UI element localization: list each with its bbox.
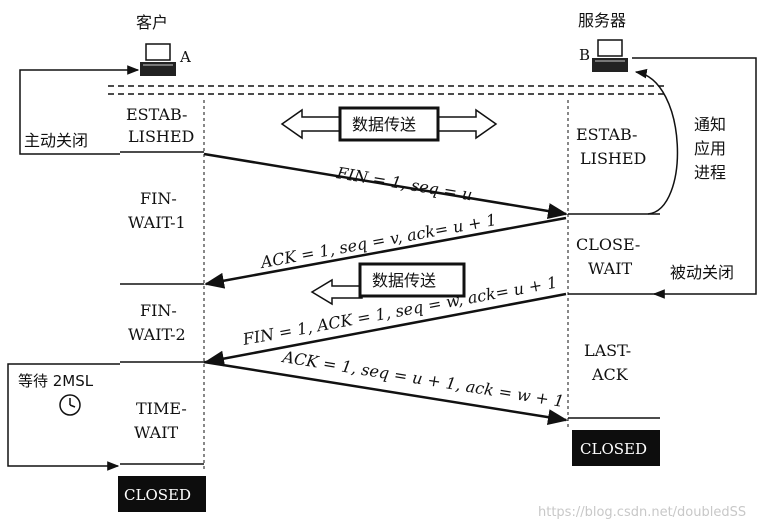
msg-ack-arrow xyxy=(204,216,567,289)
notify-app-label-1: 通知 xyxy=(694,115,726,134)
server-state-last-ack-b: ACK xyxy=(591,365,629,384)
clock-icon xyxy=(59,394,81,416)
client-title: 客户 xyxy=(136,13,168,32)
server-id-label: B xyxy=(579,46,590,64)
client-closed-badge xyxy=(118,476,206,512)
passive-close-bracket xyxy=(632,57,757,299)
server-closed-label: CLOSED xyxy=(580,440,647,458)
client-state-time-wait-b: WAIT xyxy=(134,423,179,442)
client-state-fin-wait-1-a: FIN- xyxy=(140,189,177,208)
notify-app-label-3: 进程 xyxy=(694,163,726,182)
server-state-close-wait-b: WAIT xyxy=(588,259,633,278)
server-state-last-ack-a: LAST- xyxy=(584,341,631,360)
client-state-established-2: LISHED xyxy=(128,127,194,146)
server-computer-icon xyxy=(592,39,628,72)
wait-2msl-label: 等待 2MSL xyxy=(18,372,94,390)
server-title: 服务器 xyxy=(578,11,626,30)
msg-fin-label: FIN = 1, seq = u xyxy=(334,163,473,204)
client-state-established-1: ESTAB- xyxy=(126,105,187,124)
server-state-close-wait-a: CLOSE- xyxy=(576,235,640,254)
server-closed-badge xyxy=(572,430,660,466)
server-state-established-2: LISHED xyxy=(580,149,646,168)
client-state-fin-wait-2-b: WAIT-2 xyxy=(128,325,186,344)
notify-app-label-2: 应用 xyxy=(694,139,726,158)
client-state-fin-wait-1-b: WAIT-1 xyxy=(128,213,186,232)
client-state-separators xyxy=(120,151,204,465)
active-close-label: 主动关闭 xyxy=(24,131,88,150)
notify-app-arrow xyxy=(634,68,679,215)
client-state-time-wait-a: TIME- xyxy=(136,399,187,418)
msg-fin-arrow xyxy=(203,152,568,219)
active-close-bracket xyxy=(19,65,140,155)
msg-final-ack-arrow xyxy=(203,360,568,426)
msg-fin-ack-arrow xyxy=(204,292,567,367)
network-link-dashed xyxy=(108,85,664,95)
server-state-separators xyxy=(568,213,660,419)
data-transfer-one-way xyxy=(310,262,466,306)
data-transfer-label-2: 数据传送 xyxy=(372,271,436,290)
msg-final-ack-label: ACK = 1, seq = u + 1, ack = w + 1 xyxy=(279,347,565,411)
client-computer-icon xyxy=(140,43,176,76)
client-closed-label: CLOSED xyxy=(124,486,191,504)
data-transfer-label-1: 数据传送 xyxy=(352,115,416,134)
wait-2msl-box xyxy=(7,363,120,471)
passive-close-label: 被动关闭 xyxy=(670,263,734,282)
server-state-established-1: ESTAB- xyxy=(576,125,637,144)
client-state-fin-wait-2-a: FIN- xyxy=(140,301,177,320)
data-transfer-bidirectional xyxy=(280,106,498,142)
watermark: https://blog.csdn.net/doubledSS xyxy=(538,505,746,520)
client-id-label: A xyxy=(179,48,191,66)
